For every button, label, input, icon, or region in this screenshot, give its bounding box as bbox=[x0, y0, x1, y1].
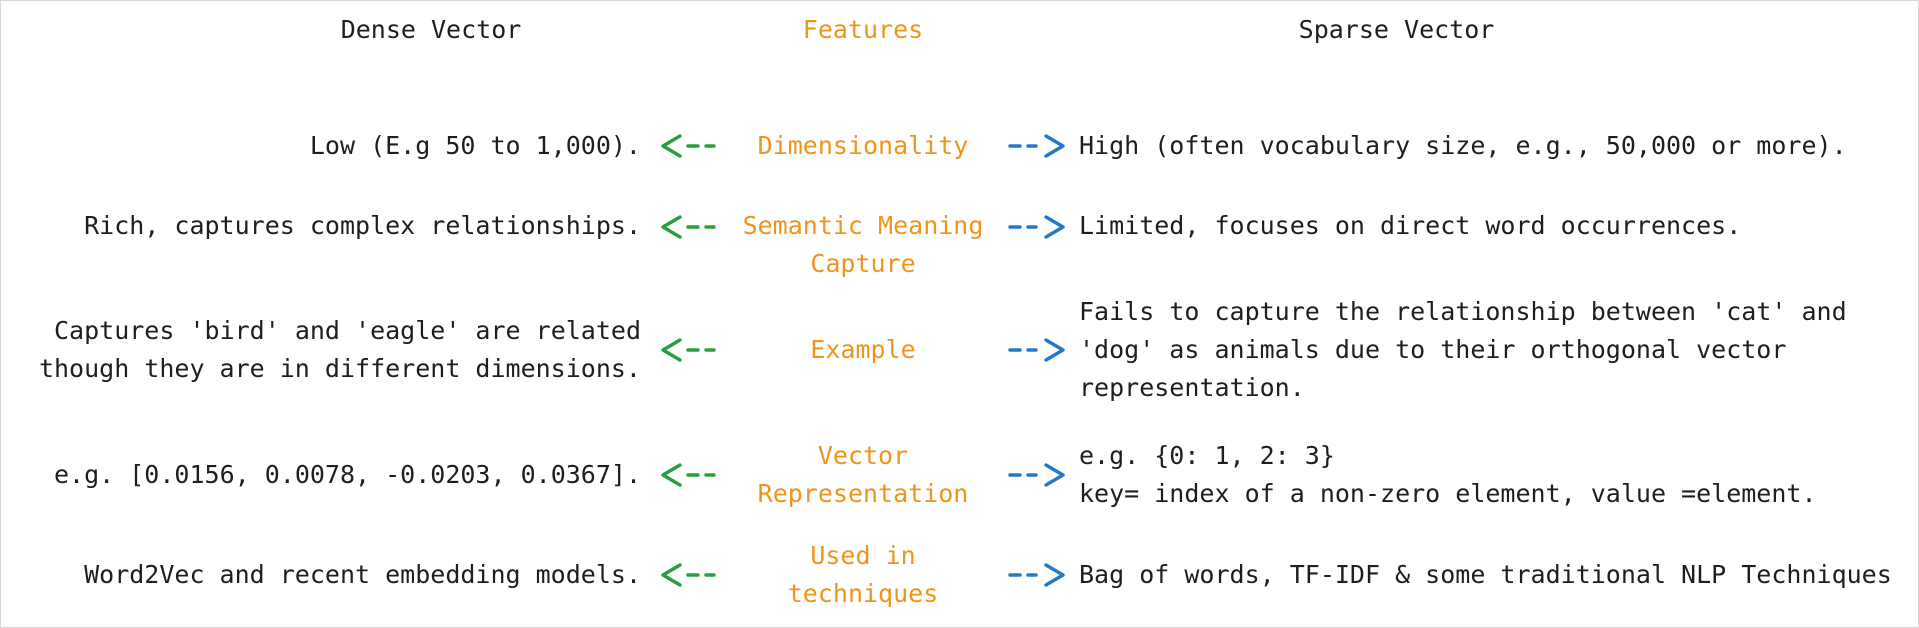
comparison-row-semantic-meaning: Rich, captures complex relationships. Se… bbox=[1, 207, 1918, 283]
dense-cell: Word2Vec and recent embedding models. bbox=[84, 560, 641, 589]
sparse-cell: Limited, focuses on direct word occurren… bbox=[1079, 211, 1742, 240]
dashed-arrow-left-icon bbox=[651, 562, 729, 588]
dense-vector-header: Dense Vector bbox=[340, 15, 522, 44]
dense-cell: e.g. [0.0156, 0.0078, -0.0203, 0.0367]. bbox=[54, 460, 641, 489]
feature-label: Semantic Meaning Capture bbox=[742, 211, 984, 278]
header-row: Dense Vector Features Sparse Vector bbox=[1, 11, 1918, 57]
feature-label: Vector Representation bbox=[757, 441, 969, 508]
dense-cell: Captures 'bird' and 'eagle' are related … bbox=[38, 316, 641, 383]
dashed-arrow-left-icon bbox=[651, 337, 729, 363]
dashed-arrow-left-icon bbox=[651, 214, 729, 240]
dashed-arrow-right-icon bbox=[997, 462, 1075, 488]
dashed-arrow-left-icon bbox=[651, 462, 729, 488]
comparison-row-example: Captures 'bird' and 'eagle' are related … bbox=[1, 293, 1918, 407]
features-header: Features bbox=[802, 15, 924, 44]
dense-cell: Low (E.g 50 to 1,000). bbox=[309, 131, 641, 160]
feature-label: Used in techniques bbox=[787, 541, 939, 608]
sparse-cell: e.g. {0: 1, 2: 3} key= index of a non-ze… bbox=[1079, 441, 1817, 508]
dense-cell: Rich, captures complex relationships. bbox=[84, 211, 641, 240]
sparse-cell: Fails to capture the relationship betwee… bbox=[1079, 297, 1847, 402]
feature-label: Example bbox=[810, 335, 916, 364]
dashed-arrow-right-icon bbox=[997, 337, 1075, 363]
dashed-arrow-right-icon bbox=[997, 133, 1075, 159]
comparison-row-dimensionality: Low (E.g 50 to 1,000). Dimensionality Hi… bbox=[1, 127, 1918, 165]
comparison-row-vector-representation: e.g. [0.0156, 0.0078, -0.0203, 0.0367]. … bbox=[1, 437, 1918, 513]
comparison-row-used-in-techniques: Word2Vec and recent embedding models. Us… bbox=[1, 537, 1918, 613]
sparse-vector-header: Sparse Vector bbox=[1298, 15, 1495, 44]
dashed-arrow-right-icon bbox=[997, 214, 1075, 240]
sparse-cell: Bag of words, TF-IDF & some traditional … bbox=[1079, 560, 1892, 589]
sparse-cell: High (often vocabulary size, e.g., 50,00… bbox=[1079, 131, 1847, 160]
dashed-arrow-left-icon bbox=[651, 133, 729, 159]
feature-label: Dimensionality bbox=[757, 131, 969, 160]
dashed-arrow-right-icon bbox=[997, 562, 1075, 588]
